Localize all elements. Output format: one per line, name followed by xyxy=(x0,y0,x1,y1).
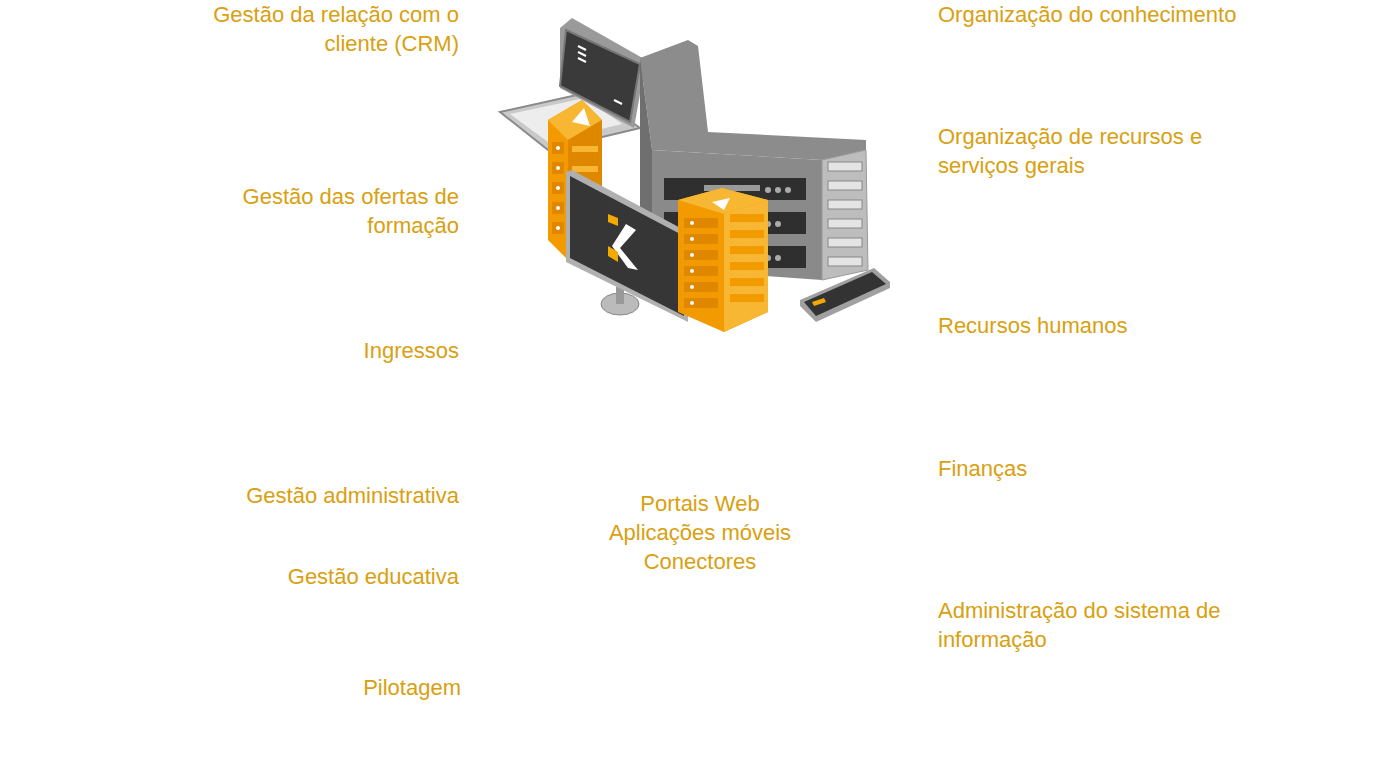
module-label-box: Gestão educativa xyxy=(159,562,459,591)
module-label-box: Organização do conhecimento xyxy=(938,0,1378,29)
module-label-box: Finanças xyxy=(938,454,1238,483)
module-label-box: Ingressos xyxy=(209,336,459,365)
module-label-box: Portais Web xyxy=(540,489,860,518)
module-label-box: Gestão da relação com o cliente (CRM) xyxy=(174,0,459,58)
orange-server xyxy=(678,188,768,332)
module-label-box: Recursos humanos xyxy=(938,311,1238,340)
module-label-box: Organização de recursos e serviços gerai… xyxy=(938,122,1212,180)
module-label: Ingressos xyxy=(209,336,459,365)
module-label-box: Gestão das ofertas de formação xyxy=(204,182,459,240)
module-label-box: Conectores xyxy=(540,547,860,576)
module-label: Portais Web xyxy=(540,489,860,518)
module-label: Gestão educativa xyxy=(159,562,459,591)
module-label-box: Administração do sistema de informação xyxy=(938,596,1278,654)
module-label: Gestão administrativa xyxy=(159,481,459,510)
module-label: Organização de recursos e serviços gerai… xyxy=(938,122,1212,180)
module-label-box: Aplicações móveis xyxy=(540,518,860,547)
module-label: Conectores xyxy=(540,547,860,576)
smartphone xyxy=(800,268,890,322)
module-label: Pilotagem xyxy=(211,673,461,702)
monitor xyxy=(566,170,688,322)
laptop xyxy=(500,18,646,150)
module-label: Gestão da relação com o cliente (CRM) xyxy=(174,0,459,58)
module-label: Organização do conhecimento xyxy=(938,0,1378,29)
module-label-box: Pilotagem xyxy=(211,673,461,702)
module-label: Aplicações móveis xyxy=(540,518,860,547)
module-label: Recursos humanos xyxy=(938,311,1238,340)
module-label-box: Gestão administrativa xyxy=(159,481,459,510)
module-label: Finanças xyxy=(938,454,1238,483)
module-label: Gestão das ofertas de formação xyxy=(204,182,459,240)
module-label: Administração do sistema de informação xyxy=(938,596,1278,654)
